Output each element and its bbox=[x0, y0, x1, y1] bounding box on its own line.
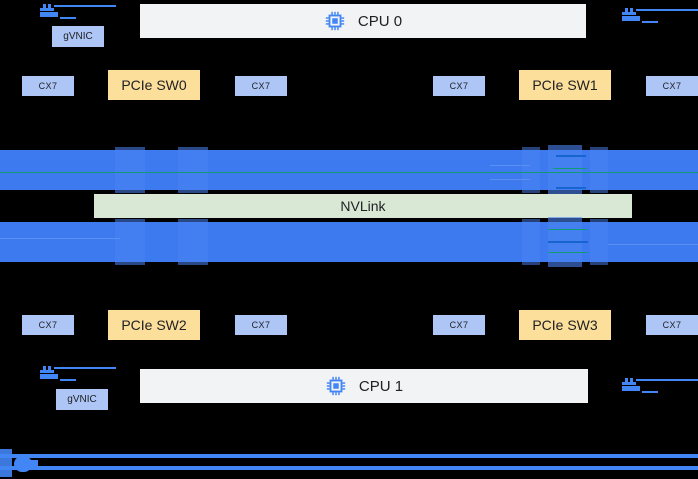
gvnic-box-0: gVNIC bbox=[52, 26, 104, 47]
cx7-label: CX7 bbox=[38, 81, 58, 91]
pcie-sw1-box: PCIe SW1 bbox=[519, 70, 611, 100]
pcie-sw1-label: PCIe SW1 bbox=[532, 77, 598, 93]
cpu-chip-icon bbox=[325, 375, 347, 397]
nvlink-box: NVLink bbox=[94, 194, 632, 218]
network-card-icon bbox=[40, 366, 116, 382]
gpu-band-hairline bbox=[548, 252, 588, 253]
gvnic-label: gVNIC bbox=[67, 394, 97, 405]
pcie-sw3-box: PCIe SW3 bbox=[519, 310, 611, 340]
gpu-band-upper-detail bbox=[522, 147, 540, 193]
gpu-band-upper-detail bbox=[178, 147, 208, 193]
cx7-box-0: CX7 bbox=[22, 76, 74, 96]
cx7-label: CX7 bbox=[662, 81, 682, 91]
cpu-chip-icon bbox=[324, 10, 346, 32]
pcie-sw2-label: PCIe SW2 bbox=[121, 317, 187, 333]
gpu-band-upper-detail bbox=[115, 147, 145, 193]
gpu-band-upper-detail bbox=[590, 147, 608, 193]
gpu-band-lower-detail bbox=[590, 219, 608, 265]
cpu1-label: CPU 1 bbox=[358, 377, 404, 395]
network-switch-icon-tail bbox=[24, 460, 38, 469]
cx7-box-2: CX7 bbox=[433, 76, 485, 96]
gpu-band-hairline bbox=[196, 172, 698, 173]
pcie-sw0-box: PCIe SW0 bbox=[108, 70, 200, 100]
gpu-band-hairline bbox=[556, 187, 586, 189]
gpu-band-hairline bbox=[548, 241, 588, 243]
network-bar-line-top bbox=[0, 454, 698, 458]
cx7-box-7: CX7 bbox=[646, 315, 698, 335]
pcie-sw0-label: PCIe SW0 bbox=[121, 77, 187, 93]
network-card-icon bbox=[622, 8, 698, 24]
cx7-label: CX7 bbox=[662, 320, 682, 330]
cx7-box-4: CX7 bbox=[22, 315, 74, 335]
gpu-band-hairline bbox=[553, 168, 587, 169]
cpu0-box: CPU 0 bbox=[140, 4, 586, 38]
cx7-label: CX7 bbox=[251, 81, 271, 91]
gvnic-label: gVNIC bbox=[63, 31, 93, 42]
cx7-label: CX7 bbox=[251, 320, 271, 330]
cx7-box-6: CX7 bbox=[433, 315, 485, 335]
pcie-sw3-label: PCIe SW3 bbox=[532, 317, 598, 333]
gpu-band-lower-detail bbox=[522, 219, 540, 265]
gpu-band-hairline bbox=[0, 238, 120, 239]
network-card-icon bbox=[622, 378, 698, 394]
cx7-label: CX7 bbox=[449, 320, 469, 330]
cx7-box-3: CX7 bbox=[646, 76, 698, 96]
gpu-band-hairline bbox=[0, 172, 320, 173]
gpu-band-hairline bbox=[556, 155, 586, 157]
gpu-band-hairline bbox=[608, 244, 698, 245]
gpu-band-hairline bbox=[490, 179, 530, 180]
cx7-label: CX7 bbox=[38, 320, 58, 330]
cpu0-label: CPU 0 bbox=[357, 12, 403, 30]
gpu-band-upper-detail bbox=[548, 145, 582, 195]
pcie-sw2-box: PCIe SW2 bbox=[108, 310, 200, 340]
gpu-band-lower-detail bbox=[115, 219, 145, 265]
cx7-box-1: CX7 bbox=[235, 76, 287, 96]
gpu-band-hairline bbox=[548, 229, 588, 230]
cx7-label: CX7 bbox=[449, 81, 469, 91]
nvlink-label: NVLink bbox=[340, 198, 386, 214]
network-card-icon bbox=[40, 4, 116, 20]
gpu-band-lower-detail bbox=[178, 219, 208, 265]
gpu-band-hairline bbox=[490, 165, 530, 166]
cx7-box-5: CX7 bbox=[235, 315, 287, 335]
network-switch-icon bbox=[0, 449, 12, 477]
gvnic-box-1: gVNIC bbox=[56, 389, 108, 410]
network-bar-line-bottom bbox=[0, 466, 698, 470]
cpu1-box: CPU 1 bbox=[140, 369, 588, 403]
